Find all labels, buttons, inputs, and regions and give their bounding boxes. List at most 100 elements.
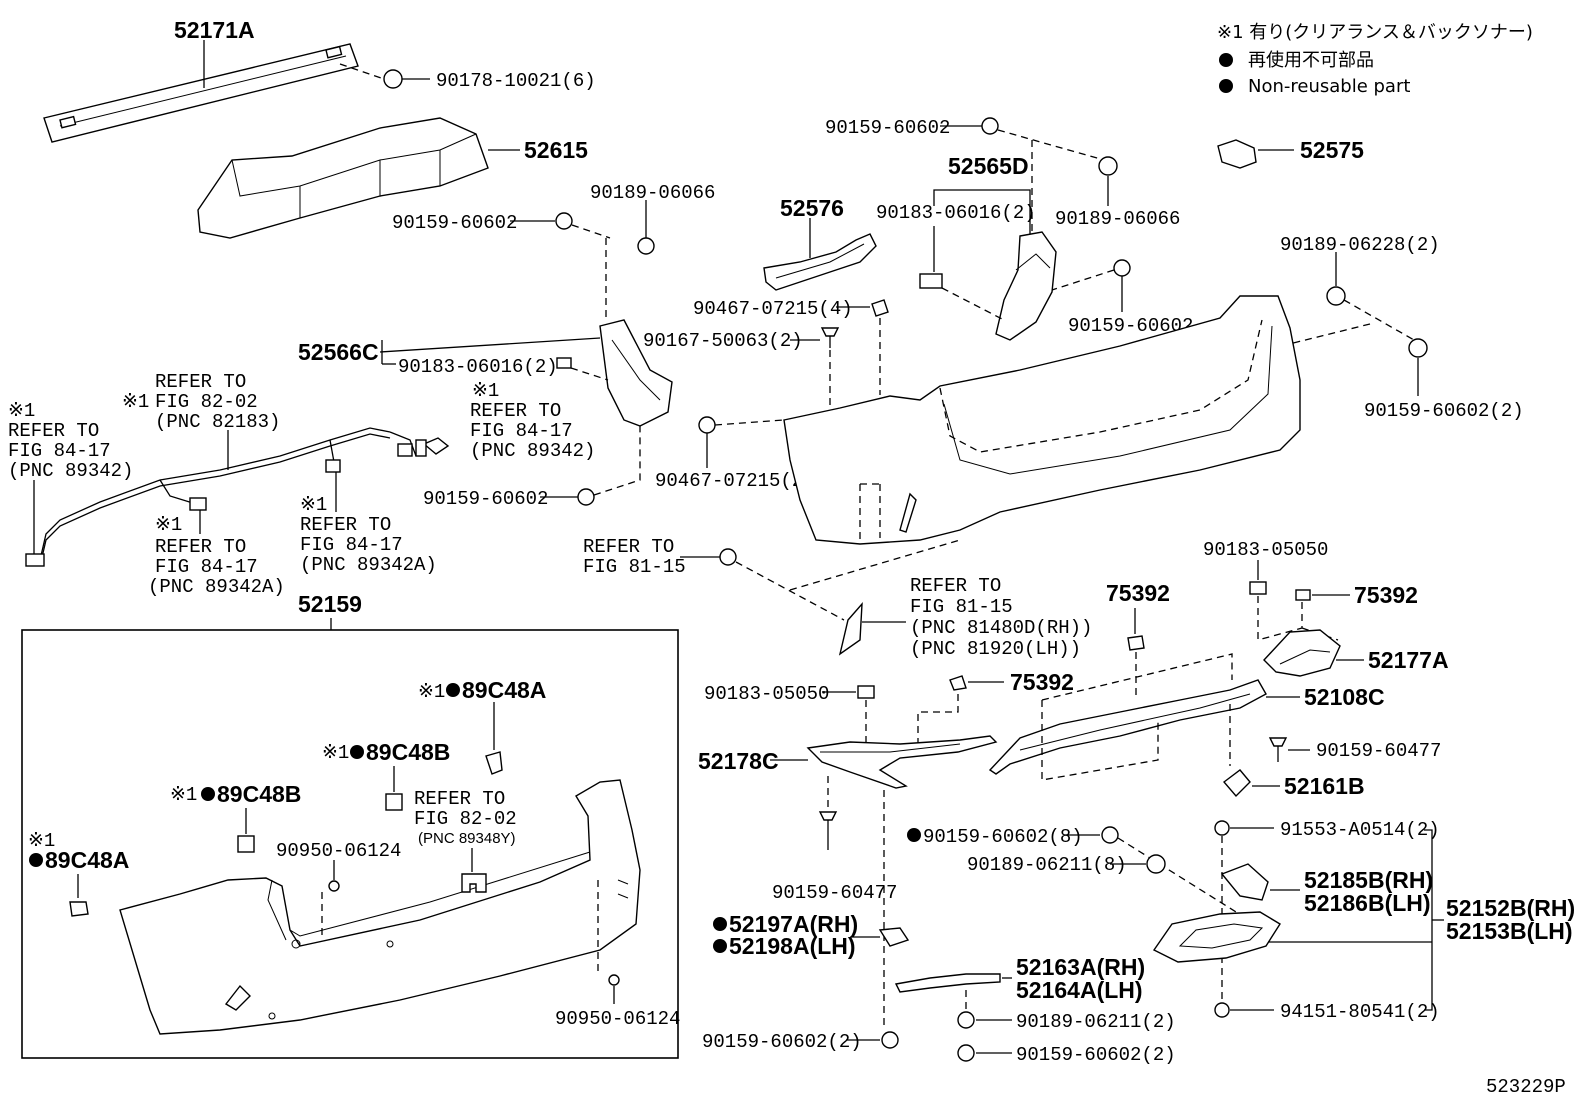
ref-r5-line3: (PNC 89342A) [300,554,437,576]
label-90159-60602-a: 90159-60602 [392,212,517,234]
ref-r7-line2: FIG 81-15 [910,596,1013,618]
ref-r6-line2: FIG 81-15 [583,556,686,578]
ref-r8: REFER TO FIG 82-02 (PNC 89348Y) [414,788,517,893]
ref-r8-line3: (PNC 89348Y) [418,830,516,847]
nut-90189-06211-8: 90189-06211(8) [967,854,1166,876]
label-52159: 52159 [298,591,362,617]
nonreusable-dot [350,745,364,759]
clip-75392-c: 75392 [1257,582,1418,641]
nut-90189-06066-b: 90189-06066 [1055,156,1180,230]
label-52186B: 52186B(LH) [1304,890,1431,916]
clip-94151-80541: 94151-80541(2) [1214,1001,1440,1023]
label-90159-60602-c: 90159-60602 [1068,315,1193,337]
label-90183-06016-a: 90183-06016(2) [398,356,558,378]
label-52177A: 52177A [1368,647,1449,673]
label-52615: 52615 [524,137,588,163]
ref-r7-line1: REFER TO [910,575,1001,597]
garnish-52152B-52153B: 52152B(RH) 52153B(LH) [1152,829,1575,1011]
part-52576-bracket: 52576 [763,195,877,291]
label-52153B: 52153B(LH) [1446,918,1573,944]
nut-90189-06211-2: 90189-06211(2) [957,1011,1176,1033]
note-mark: ※1 [300,494,327,516]
bolt-90159-60602-2a: 90159-60602(2) [989,323,1524,422]
ref-r5-line2: FIG 84-17 [300,534,403,556]
plug-90950-06124-b: 90950-06124 [555,880,680,1030]
part-52566C-bracket: 52566C 90183-06016(2) [298,319,673,427]
label-52161B: 52161B [1284,773,1365,799]
bolt-90159-60602-c: 90159-60602 [1051,259,1193,337]
label-75392-a: 75392 [1010,669,1074,695]
note-mark: ※1 [418,681,445,703]
sensor-89C48A-top: ※1 89C48A [418,677,546,775]
label-90159-60602-8: 90159-60602(8) [923,826,1083,848]
label-75392-c: 75392 [1354,582,1418,608]
nut-90183-05050-b: 90183-05050 [1203,539,1328,640]
label-52575: 52575 [1300,137,1364,163]
label-90189-06228: 90189-06228(2) [1280,234,1440,256]
nut-90183-05050-a: 90183-05050 [704,683,875,746]
label-52197A: 52197A(RH) [729,911,858,937]
ref-r3-line2: FIG 84-17 [470,420,573,442]
bolt-90159-60602-a: 90159-60602 [392,212,611,320]
bracket-52163A-52164A: 52163A(RH) 52164A(LH) [894,954,1145,1012]
part-52575-clip: 52575 [1217,137,1364,169]
ref-r5-line1: REFER TO [300,514,391,536]
ref-r8-line2: FIG 82-02 [414,808,517,830]
label-89C48A-top: 89C48A [462,677,546,703]
label-90159-60602-top: 90159-60602 [825,117,950,139]
nonreusable-dot [713,917,727,931]
label-52152B: 52152B(RH) [1446,895,1575,921]
nonreusable-dot [713,939,727,953]
label-52171A: 52171A [174,17,255,43]
label-89C48A-left: 89C48A [45,847,129,873]
bumper-cover-upper [783,295,1301,545]
part-52615-absorber: 52615 [197,117,588,239]
label-52565D: 52565D [948,153,1029,179]
bolt-90159-60602-2c: 90159-60602(2) [957,1044,1176,1066]
figure-code: 523229P [1486,1076,1566,1098]
legend-nonreusable-en: Non-reusable part [1248,76,1410,97]
label-91553: 91553-A0514(2) [1280,819,1440,841]
legend-note-line: ※1 有り(クリアランス＆バックソナー) [1217,22,1533,43]
note-mark: ※1 [8,400,35,422]
assembly-box-52159: 52159 [21,591,679,1059]
nonreusable-dot [907,828,921,842]
sensor-89C48B-2: ※1 89C48B [170,781,301,853]
nut-90189-06066-a: 90189-06066 [590,182,715,255]
bolt-90159-60477-b: 90159-60477 [772,811,897,904]
ref-r6-line1: REFER TO [583,536,674,558]
bolt-90159-60602-8: 90159-60602(8) [907,826,1253,923]
label-52178C: 52178C [698,748,779,774]
nonreusable-dot [201,787,215,801]
ref-r3: ※1 REFER TO FIG 84-17 (PNC 89342) [470,380,595,462]
label-90183-06016-b: 90183-06016(2) [876,202,1036,224]
nonreusable-dot [29,853,43,867]
legend-bullet [1219,53,1233,67]
ref-r2-line2: FIG 82-02 [155,391,258,413]
label-52576: 52576 [780,195,844,221]
clip-75392-b: 75392 [1106,580,1170,700]
screw-91553-A0514: 91553-A0514(2) [1214,819,1440,1000]
part-52108C-garnish: 52108C [988,653,1385,781]
label-52164A: 52164A(LH) [1016,977,1143,1003]
ref-r1-line3: (PNC 89342) [8,460,133,482]
label-90159-60602-2c: 90159-60602(2) [1016,1044,1176,1066]
note-mark: ※1 [155,514,182,536]
bolt-90159-60602-2b: 90159-60602(2) [702,1031,899,1053]
legend-bullet [1219,79,1233,93]
bolt-90159-60477-a: 90159-60477 [1268,737,1441,762]
label-52566C: 52566C [298,339,379,365]
ref-r4-line3: (PNC 89342A) [148,576,285,598]
label-90950-06124-a: 90950-06124 [276,840,401,862]
ref-r1-line1: REFER TO [8,420,99,442]
label-90159-60602-2a: 90159-60602(2) [1364,400,1524,422]
label-90178-10021: 90178-10021(6) [436,70,596,92]
ref-r3-line3: (PNC 89342) [470,440,595,462]
ref-r4-line2: FIG 84-17 [155,556,258,578]
note-mark: ※1 [472,380,499,402]
nonreusable-dot [446,683,460,697]
label-90189-06211-8: 90189-06211(8) [967,854,1127,876]
label-90167-50063: 90167-50063(2) [643,330,803,352]
